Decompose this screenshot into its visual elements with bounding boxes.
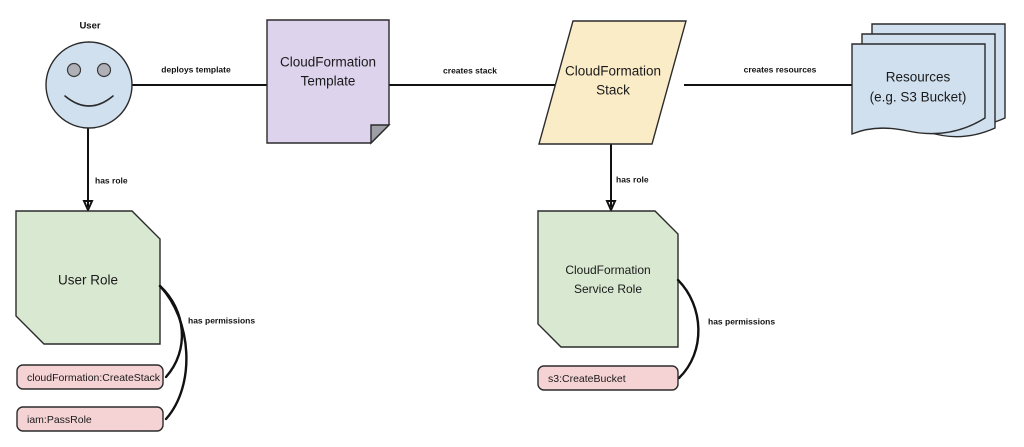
node-cloudformation-template[interactable]: CloudFormation Template — [266, 19, 391, 145]
user-eye-right-icon — [96, 62, 112, 78]
edge-user-to-user-role — [82, 128, 94, 213]
svg-text:has permissions: has permissions — [188, 315, 255, 325]
user-title-label: User — [79, 21, 100, 32]
edge-stack-to-service-role — [605, 144, 617, 213]
svg-text:creates stack: creates stack — [443, 65, 497, 75]
node-cloudformation-stack[interactable]: CloudFormation Stack — [538, 20, 687, 145]
svg-text:has permissions: has permissions — [708, 316, 775, 326]
user-smile-icon — [64, 95, 114, 107]
stack-label-line2: Stack — [596, 83, 630, 98]
permission-cloudformation-createstack[interactable]: cloudFormation:CreateStack — [16, 364, 164, 390]
permission-iam-passrole[interactable]: iam:PassRole — [16, 406, 164, 432]
service-role-label-line2: Service Role — [574, 282, 642, 296]
svg-text:deploys template: deploys template — [161, 64, 231, 74]
stack-label-line1: CloudFormation — [565, 64, 661, 79]
resources-label-line1: Resources — [886, 70, 951, 85]
permission-label: s3:CreateBucket — [548, 373, 626, 385]
node-resources[interactable]: Resources (e.g. S3 Bucket) — [851, 23, 1006, 138]
permission-s3-createbucket[interactable]: s3:CreateBucket — [537, 365, 679, 391]
user-role-label: User Role — [58, 273, 118, 288]
resources-label-line2: (e.g. S3 Bucket) — [870, 90, 967, 105]
template-folded-corner-icon — [370, 124, 391, 145]
edge-label-creates-stack: creates stack — [443, 65, 497, 75]
node-cloudformation-service-role[interactable]: CloudFormation Service Role — [537, 210, 679, 348]
user-eye-left-icon — [66, 62, 82, 78]
svg-text:creates resources: creates resources — [744, 64, 817, 74]
edge-user-role-to-permissions — [158, 284, 188, 421]
resources-sheet-front — [851, 43, 986, 136]
template-label-line1: CloudFormation — [280, 55, 376, 70]
edge-label-deploys-template: deploys template — [161, 64, 231, 74]
edge-service-role-to-permissions — [676, 278, 700, 380]
edge-label-stack-has-role: has role — [616, 174, 649, 184]
permission-label: iam:PassRole — [27, 414, 92, 426]
template-label-line2: Template — [301, 74, 356, 89]
edge-label-user-role-has-permissions: has permissions — [188, 315, 255, 325]
edge-label-creates-resources: creates resources — [744, 64, 817, 74]
service-role-label-line1: CloudFormation — [565, 263, 650, 277]
edge-label-user-has-role: has role — [95, 175, 128, 185]
svg-text:has role: has role — [616, 174, 649, 184]
node-user-role[interactable]: User Role — [15, 210, 161, 345]
edge-label-service-role-has-permissions: has permissions — [708, 316, 775, 326]
svg-text:has role: has role — [95, 175, 128, 185]
permission-label: cloudFormation:CreateStack — [27, 372, 161, 384]
node-user[interactable]: User — [45, 21, 133, 129]
